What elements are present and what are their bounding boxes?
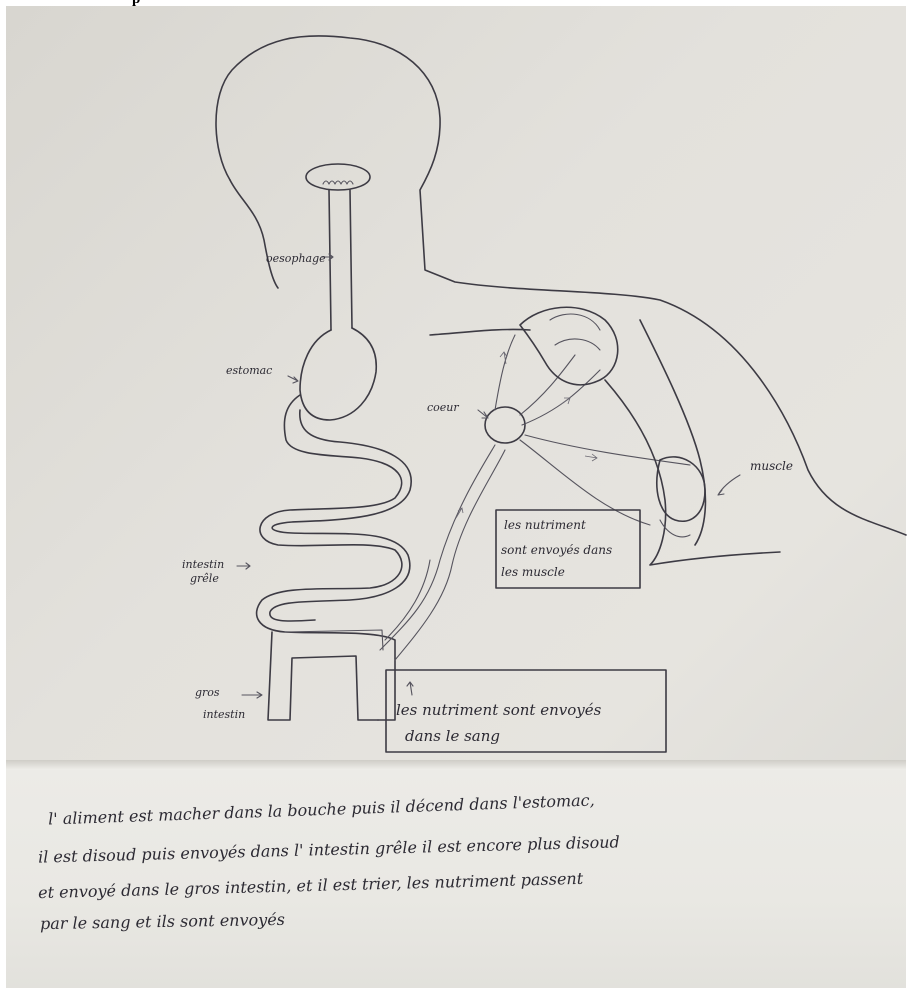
flow-arrow-right [585,454,597,461]
arrow-intestin [237,563,250,569]
label-estomac: estomac [226,364,272,377]
arrow-sang-note [407,682,413,695]
neck-outline [230,180,278,288]
oesophagus [329,190,352,330]
flow-arrow-vessel [456,508,463,518]
arrow-coeur [478,410,488,418]
vessels-intestine-heart [380,445,505,660]
large-intestine [268,632,378,720]
stomach [300,328,376,420]
mouth [306,164,370,190]
label-intestin: intestin [182,558,224,571]
sang-note-line-1: les nutriment sont envoyés [396,701,602,719]
label-intestin-gros: intestin [203,708,245,721]
arrow-muscle [718,475,740,495]
shoulder-muscle-striations [550,314,600,350]
arrow-estomac [288,376,298,383]
label-gros: gros [195,686,220,699]
small-intestine-outer [257,395,402,720]
body-outline [216,36,906,535]
teeth [323,181,353,184]
heart [485,407,525,443]
label-coeur: coeur [427,401,459,414]
muscle-note-line-1: les nutriment [504,518,586,532]
label-muscle: muscle [750,459,793,473]
arrow-gros-intestin [242,692,262,698]
sang-note-line-2: dans le sang [405,727,500,745]
shoulder-muscle [520,307,618,385]
label-oesophage: oesophage [266,252,326,265]
label-grele: grêle [190,572,219,585]
muscle-note-line-3: les muscle [501,565,565,579]
flow-arrow-heart [560,398,570,405]
muscle-note-line-2: sont envoyés dans [501,543,612,557]
arm [430,320,780,565]
